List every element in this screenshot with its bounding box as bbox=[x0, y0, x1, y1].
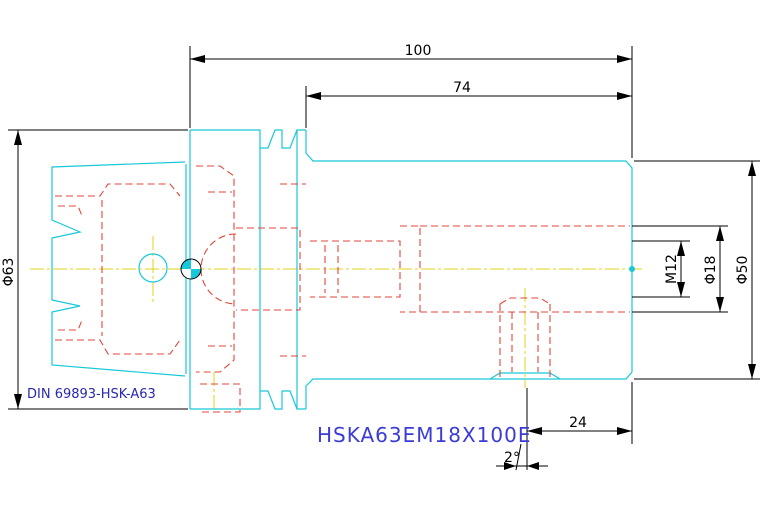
dim-angle: 2° bbox=[504, 450, 520, 466]
dimension-lines bbox=[8, 46, 760, 471]
hidden-features bbox=[55, 165, 630, 413]
dim-shank-length: 74 bbox=[453, 80, 471, 96]
dim-body-diameter: Φ50 bbox=[735, 256, 751, 285]
flange-outline bbox=[185, 129, 306, 410]
tool-designation: HSKA63EM18X100E bbox=[317, 423, 531, 447]
dim-overall-length: 100 bbox=[405, 43, 432, 59]
hsk-taper-outline bbox=[51, 161, 186, 377]
dim-flange-diameter: Φ63 bbox=[1, 258, 17, 287]
dim-thread: M12 bbox=[664, 254, 680, 284]
origin-marker bbox=[180, 258, 635, 280]
dim-bore-diameter: Φ18 bbox=[703, 256, 719, 285]
dim-end-length: 24 bbox=[569, 415, 587, 431]
standard-label: DIN 69893-HSK-A63 bbox=[27, 387, 156, 402]
